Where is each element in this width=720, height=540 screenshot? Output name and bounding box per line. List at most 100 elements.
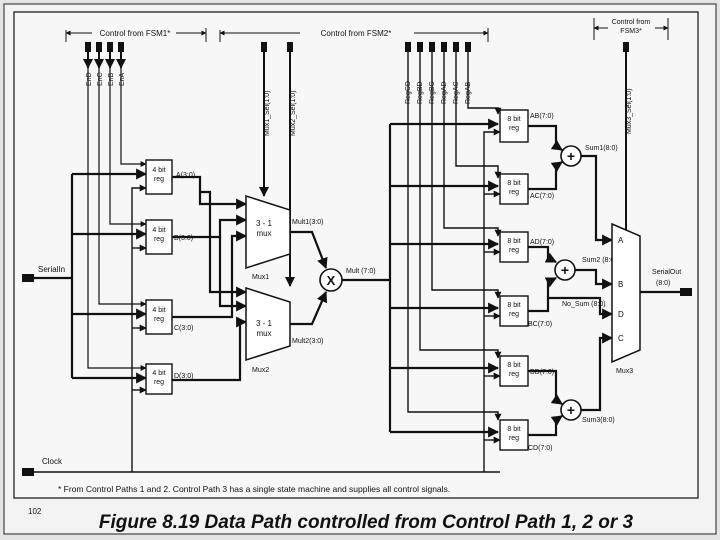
svg-text:reg: reg [154,316,164,323]
fsm2-label: Control from FSM2* [321,29,392,38]
svg-text:8 bit: 8 bit [507,238,520,245]
svg-text:8 bit: 8 bit [507,302,520,309]
en-a-label: EnA [119,72,126,86]
svg-text:+: + [567,148,575,164]
eight-bit-register-bc: 8 bit reg [499,295,529,327]
serial-out-label: SerialOut [652,269,681,276]
reg-bd-label: RegBD [417,81,424,104]
svg-text:8 bit: 8 bit [507,180,520,187]
serial-in-port [22,274,34,282]
en-b-label: EnB [108,72,115,86]
eight-bit-register-cd: 8 bit reg [499,419,529,451]
svg-text:reg: reg [509,189,519,196]
mux3-input-c: C [618,334,624,343]
fsm3-label-line1: Control from [612,19,651,26]
four-bit-register-b: 4 bit reg [145,219,173,255]
reg-d-output-label: D(3:0) [174,373,193,380]
sum2-label: Sum2 (8:0) [582,257,617,264]
svg-text:reg: reg [509,371,519,378]
reg-ad-label: RegAD [441,81,448,104]
eight-bit-register-ac: 8 bit reg [499,173,529,205]
svg-text:mux: mux [256,229,271,238]
mux-to-multiplier-wires [290,230,328,326]
bracket-fsm3 [593,18,669,40]
enable-wires [87,68,147,371]
mux1-sel-label: Mux1_Sel(1:0) [264,90,271,136]
clock-port [22,468,34,476]
mult1-label: Mult1(3:0) [292,219,324,226]
mux3-input-d: D [618,310,624,319]
figure-caption: Figure 8.19 Data Path controlled from Co… [99,512,634,533]
eight-bit-register-ad: 8 bit reg [499,231,529,263]
mult-bus [342,118,500,438]
cd-label: CD(7:0) [528,445,553,452]
mux3 [611,222,641,364]
svg-text:8 bit: 8 bit [507,426,520,433]
adder-sum3: + [560,399,582,421]
page-number: 102 [28,507,42,516]
reg-bc-label: RegBC [429,81,436,104]
serial-in-label: SerialIn [38,265,65,274]
svg-text:reg: reg [509,247,519,254]
diagram-border [13,11,699,499]
clock-bus [34,128,501,473]
register-to-mux-wires [172,175,248,382]
footnote: * From Control Paths 1 and 2. Control Pa… [58,484,450,494]
mux3-name: Mux3 [616,368,633,375]
svg-text:mux: mux [256,329,271,338]
mux3-sel-label: Mux3_Sel(1:0) [626,88,633,134]
svg-text:reg: reg [509,311,519,318]
svg-text:reg: reg [154,236,164,243]
serial-out-port [680,288,692,296]
svg-text:+: + [567,402,575,418]
svg-text:3 - 1: 3 - 1 [256,319,273,328]
mult2-label: Mult2(3:0) [292,338,324,345]
svg-text:4 bit: 4 bit [152,307,165,314]
svg-text:4 bit: 4 bit [152,167,165,174]
ac-label: AC(7:0) [530,193,554,200]
svg-text:4 bit: 4 bit [152,227,165,234]
ab-label: AB(7:0) [530,113,554,120]
reg-cd-label: RegCD [405,81,412,104]
multiplier: X [319,268,343,292]
serial-out-width: (8:0) [656,280,670,287]
adder-to-mux3-wires [548,154,614,412]
svg-text:reg: reg [154,379,164,386]
sum3-label: Sum3(8:0) [582,417,615,424]
mult-output-label: Mult (7:0) [346,268,376,275]
reg-b-output-label: B(3:0) [174,235,193,242]
register-to-adder-wires [528,124,563,437]
four-bit-register-a: 4 bit reg [145,159,173,195]
bracket-fsm2 [219,28,489,42]
bc-label: BC(7:0) [528,321,552,328]
reg-ac-label: RegAC [453,81,460,104]
bd-label: BD(7:0) [530,369,554,376]
adder-sum1: + [560,145,582,167]
eight-bit-register-ab: 8 bit reg [499,109,529,143]
mux-select-bars [261,42,293,52]
mux1: 3 - 1 mux [245,194,291,270]
mux2: 3 - 1 mux [245,286,291,362]
adder-sum2: + [554,259,576,281]
svg-text:reg: reg [509,435,519,442]
en-d-label: EnD [86,72,93,86]
enable-bars [85,42,124,52]
mux2-name: Mux2 [252,367,269,374]
clock-label: Clock [42,457,63,466]
no-sum-label: No_Sum (8:0) [562,301,606,308]
ad-label: AD(7:0) [530,239,554,246]
serial-in-bus [34,168,148,384]
four-bit-register-d: 4 bit reg [145,363,173,395]
svg-text:reg: reg [509,125,519,132]
svg-text:8 bit: 8 bit [507,116,520,123]
mux3-input-a: A [618,236,624,245]
reg-a-output-label: A(3:0) [176,172,195,179]
svg-text:+: + [561,262,569,278]
eight-bit-register-bd: 8 bit reg [499,355,529,387]
svg-text:8 bit: 8 bit [507,362,520,369]
svg-text:X: X [327,273,336,288]
sum1-label: Sum1(8:0) [585,145,618,152]
fsm3-label-line2: FSM3* [620,28,642,35]
svg-text:3 - 1: 3 - 1 [256,219,273,228]
